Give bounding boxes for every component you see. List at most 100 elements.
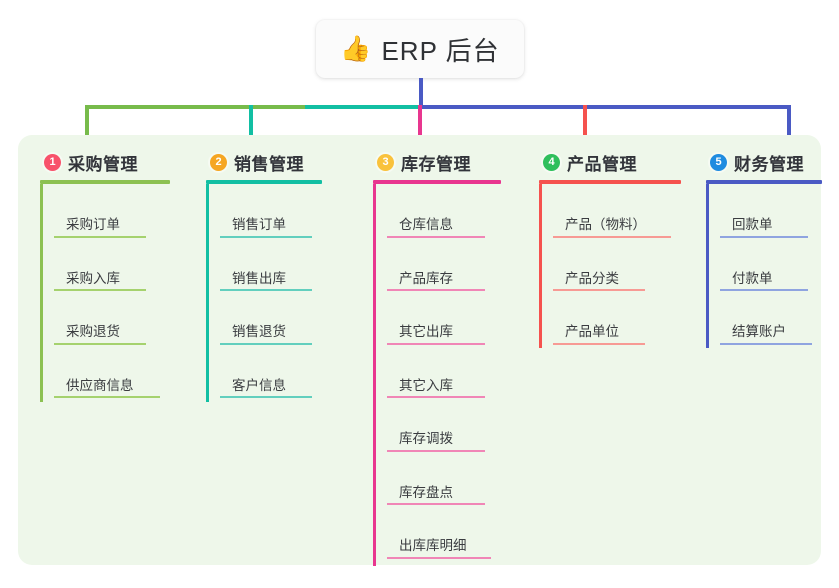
module-title: 财务管理	[734, 154, 804, 174]
module-header-rule	[539, 180, 681, 184]
module-spine	[206, 184, 209, 402]
module-column: 5 财务管理回款单付款单结算账户	[706, 148, 822, 348]
module-item[interactable]: 仓库信息	[387, 184, 501, 238]
module-item-label: 采购退货	[66, 324, 120, 339]
module-item[interactable]: 销售出库	[220, 238, 322, 291]
module-item[interactable]: 结算账户	[720, 291, 822, 345]
root-node-label: ERP 后台	[381, 35, 500, 66]
module-header-rule	[206, 180, 322, 184]
module-index-badge: 3	[377, 153, 394, 171]
module-item-rule	[54, 235, 146, 238]
module-spine	[373, 184, 376, 566]
module-item-rule	[720, 342, 812, 345]
module-item-rule	[553, 342, 645, 345]
module-item-label: 其它出库	[399, 324, 453, 339]
branch-drop-2	[249, 105, 253, 148]
module-index-badge: 1	[44, 153, 61, 171]
module-item-label: 结算账户	[732, 324, 786, 339]
module-index-badge: 4	[543, 153, 560, 171]
module-item[interactable]: 出库库明细	[387, 505, 501, 559]
module-title: 采购管理	[68, 154, 138, 174]
thumbs-up-icon: 👍	[340, 34, 372, 63]
module-item[interactable]: 付款单	[720, 238, 822, 291]
module-item-rule	[54, 289, 146, 291]
branch-drop-4	[583, 105, 587, 148]
branch-bar-teal	[305, 105, 422, 109]
module-item[interactable]: 回款单	[720, 184, 822, 238]
module-item[interactable]: 采购退货	[54, 291, 170, 345]
module-item-rule	[220, 235, 312, 238]
module-title: 销售管理	[234, 154, 304, 174]
module-item[interactable]: 产品分类	[553, 238, 681, 291]
module-header[interactable]: 5 财务管理	[706, 148, 822, 176]
module-header[interactable]: 2 销售管理	[206, 148, 322, 176]
module-item[interactable]: 产品单位	[553, 291, 681, 345]
module-item[interactable]: 产品（物料）	[553, 184, 681, 238]
module-item-label: 供应商信息	[66, 377, 134, 393]
module-item-rule	[387, 289, 485, 291]
module-item-label: 出库库明细	[399, 538, 467, 553]
module-title: 库存管理	[401, 154, 471, 174]
module-spine	[539, 184, 542, 348]
module-item-label: 回款单	[732, 217, 773, 232]
module-item[interactable]: 库存调拨	[387, 398, 501, 452]
branch-bar-blue	[420, 105, 791, 109]
module-item-rule	[54, 342, 146, 345]
module-item-label: 产品库存	[399, 270, 453, 286]
module-item-label: 付款单	[732, 270, 773, 286]
module-item[interactable]: 供应商信息	[54, 345, 170, 398]
module-item-rule	[220, 342, 312, 345]
module-item-label: 采购入库	[66, 270, 120, 286]
root-node-erp-backend[interactable]: 👍 ERP 后台	[316, 20, 524, 78]
module-item-rule	[387, 503, 485, 505]
module-item-rule	[553, 289, 645, 291]
module-item-list: 仓库信息产品库存其它出库其它入库库存调拨库存盘点出库库明细	[373, 184, 501, 566]
branch-bar-green	[85, 105, 307, 109]
module-item-rule	[220, 289, 312, 291]
module-item-label: 产品单位	[565, 324, 619, 339]
module-item-rule	[387, 396, 485, 398]
module-item[interactable]: 其它出库	[387, 291, 501, 345]
module-item-list: 回款单付款单结算账户	[706, 184, 822, 348]
module-item[interactable]: 采购入库	[54, 238, 170, 291]
module-item-list: 销售订单销售出库销售退货客户信息	[206, 184, 322, 402]
module-item-rule	[387, 235, 485, 238]
branch-drop-3	[418, 105, 422, 148]
module-item[interactable]: 客户信息	[220, 345, 322, 398]
module-item[interactable]: 采购订单	[54, 184, 170, 238]
module-item[interactable]: 其它入库	[387, 345, 501, 398]
module-item-label: 库存盘点	[399, 484, 453, 500]
module-item[interactable]: 产品库存	[387, 238, 501, 291]
module-spine	[706, 184, 709, 348]
module-item-rule	[720, 289, 808, 291]
module-column: 2 销售管理销售订单销售出库销售退货客户信息	[206, 148, 322, 402]
module-header[interactable]: 1 采购管理	[40, 148, 170, 176]
module-item[interactable]: 库存盘点	[387, 452, 501, 505]
branch-drop-1	[85, 105, 89, 148]
module-item[interactable]: 销售退货	[220, 291, 322, 345]
module-item-rule	[720, 235, 808, 238]
module-header-rule	[40, 180, 170, 184]
module-item-label: 库存调拨	[399, 431, 453, 446]
module-item-rule	[553, 235, 671, 238]
module-item-label: 采购订单	[66, 217, 120, 232]
module-item-rule	[54, 396, 160, 398]
module-item-label: 产品分类	[565, 270, 619, 286]
module-item-label: 销售订单	[232, 217, 286, 232]
module-index-badge: 5	[710, 153, 727, 171]
module-header-rule	[373, 180, 501, 184]
module-item-label: 其它入库	[399, 377, 453, 393]
module-index-badge: 2	[210, 153, 227, 171]
module-spine	[40, 184, 43, 402]
module-header[interactable]: 3 库存管理	[373, 148, 501, 176]
module-item-label: 销售出库	[232, 270, 286, 286]
module-item-rule	[387, 449, 485, 452]
module-item-label: 销售退货	[232, 324, 286, 339]
module-item[interactable]: 销售订单	[220, 184, 322, 238]
module-item-label: 产品（物料）	[565, 217, 646, 232]
module-item-rule	[387, 342, 485, 345]
module-item-label: 客户信息	[232, 377, 286, 393]
modules-panel: 1 采购管理采购订单采购入库采购退货供应商信息 2 销售管理销售订单销售出库销售退货客…	[18, 135, 822, 566]
